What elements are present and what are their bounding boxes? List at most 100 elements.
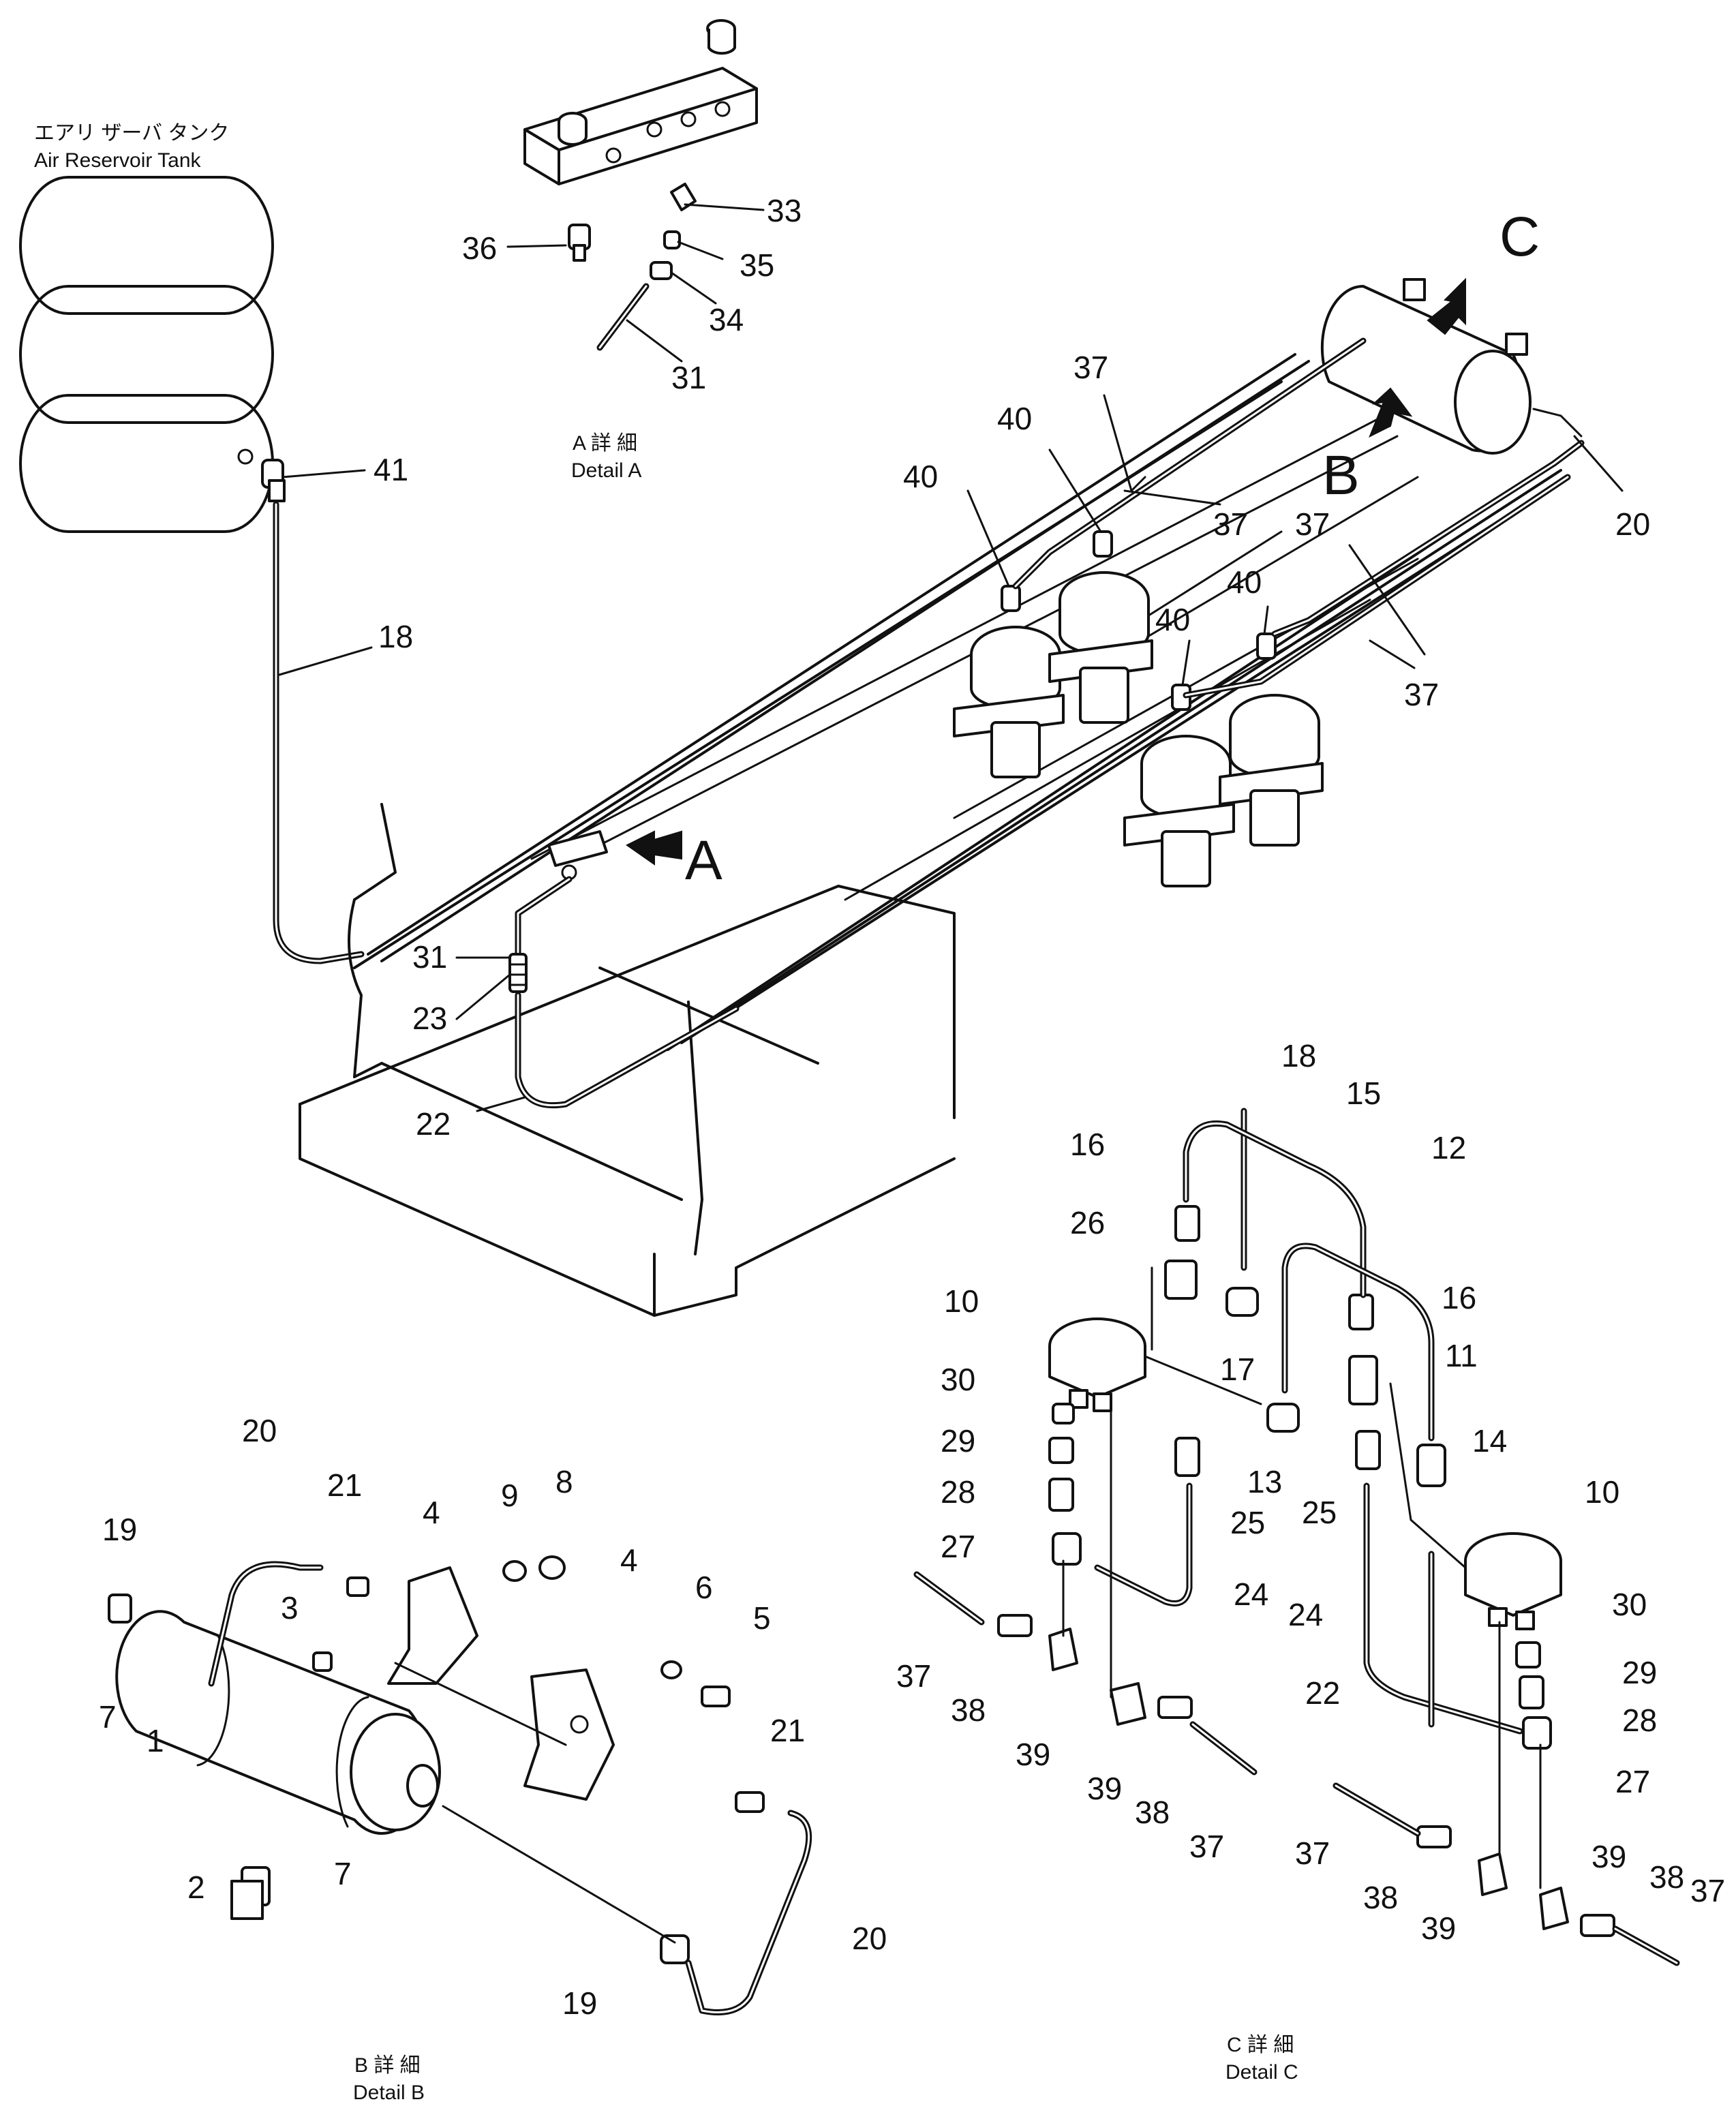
callout-7-a: 7	[99, 1699, 117, 1735]
callout-2: 2	[187, 1870, 205, 1905]
callout-38-a: 38	[951, 1692, 986, 1728]
callout-37-a: 37	[1073, 350, 1108, 385]
view-label-c: C	[1499, 206, 1540, 268]
callout-33: 33	[767, 193, 802, 228]
detail-c-pipes	[913, 1108, 1680, 1966]
callout-10-a: 10	[944, 1283, 979, 1319]
callout-25-b: 25	[1302, 1495, 1337, 1530]
callout-38-b: 38	[1135, 1795, 1170, 1830]
callout-7-b: 7	[334, 1856, 352, 1891]
callout-39-a: 39	[1016, 1737, 1050, 1772]
callout-29-b: 29	[1622, 1655, 1657, 1690]
elbow-fitting-41	[261, 459, 286, 502]
brake-chamber-2	[1048, 571, 1153, 724]
detail-c-valve-right	[1464, 1532, 1562, 1630]
callout-37-c1: 37	[896, 1658, 931, 1694]
callout-37-d: 37	[1404, 677, 1439, 712]
tank-label-en: Air Reservoir Tank	[34, 149, 202, 172]
callout-16-b: 16	[1442, 1280, 1476, 1315]
callout-22-main: 22	[416, 1106, 451, 1142]
callout-21-b-bottom: 21	[770, 1713, 805, 1748]
view-arrow-c	[1427, 277, 1466, 335]
callout-31-a: 31	[671, 360, 706, 395]
pipe-37-upper	[1012, 337, 1367, 590]
callout-10-b: 10	[1585, 1474, 1619, 1510]
detail-a-parts	[568, 183, 697, 351]
callout-39-b: 39	[1087, 1771, 1122, 1806]
callout-5: 5	[753, 1600, 771, 1636]
callout-24-b: 24	[1288, 1597, 1323, 1632]
callout-37-c2: 37	[1189, 1829, 1224, 1864]
callout-28-b: 28	[1622, 1703, 1657, 1738]
callout-31-main: 31	[412, 939, 447, 975]
callout-39-c: 39	[1592, 1839, 1626, 1874]
callout-11: 11	[1445, 1338, 1478, 1373]
callout-18: 18	[378, 619, 413, 654]
callout-25-a: 25	[1230, 1505, 1265, 1540]
callout-40-a: 40	[997, 401, 1032, 436]
callout-20-b-top: 20	[242, 1413, 277, 1448]
callout-27-a: 27	[941, 1529, 975, 1564]
detail-c-valve-left	[1048, 1317, 1146, 1412]
detail-b-small-parts	[108, 1555, 765, 1964]
callout-16-a: 16	[1070, 1127, 1105, 1162]
detail-b-label-en: Detail B	[353, 2082, 425, 2104]
detail-b-pipe-20-bottom	[685, 1810, 812, 2015]
callout-leaders	[278, 203, 1624, 1112]
callout-23: 23	[412, 1001, 447, 1036]
callout-24-a: 24	[1234, 1576, 1268, 1612]
callout-8: 8	[555, 1464, 573, 1499]
callout-21-b-top: 21	[327, 1467, 362, 1503]
tank-label-jp: エアリ ザーバ タンク	[34, 122, 229, 144]
callout-20-main: 20	[1615, 506, 1650, 542]
callout-40-c: 40	[1227, 564, 1262, 600]
callout-35: 35	[740, 247, 774, 283]
view-arrow-a	[626, 830, 682, 866]
callout-13: 13	[1247, 1464, 1282, 1499]
callout-27-b: 27	[1615, 1764, 1650, 1799]
detail-b-tank	[115, 1610, 441, 1835]
pipe-22	[515, 992, 740, 1109]
callout-38-d: 38	[1649, 1859, 1684, 1895]
callout-4-b: 4	[620, 1542, 638, 1578]
callout-14: 14	[1472, 1423, 1507, 1459]
machine-frame	[299, 353, 1569, 1317]
callout-18-c: 18	[1281, 1038, 1316, 1073]
callout-4-a: 4	[423, 1495, 440, 1530]
detail-c-label-en: Detail C	[1225, 2061, 1298, 2084]
callout-38-c: 38	[1363, 1880, 1398, 1915]
callout-36: 36	[462, 230, 497, 266]
detail-c-label-jp: C 詳 細	[1227, 2034, 1294, 2056]
callout-28-a: 28	[941, 1474, 975, 1510]
view-label-a: A	[685, 829, 722, 891]
callout-37-c: 37	[1295, 506, 1330, 542]
callout-3: 3	[281, 1590, 299, 1626]
callout-19-b-bottom: 19	[562, 1985, 597, 2021]
callout-19-b-top: 19	[102, 1512, 137, 1547]
brake-chamber-4	[1219, 694, 1324, 847]
air-tank-main	[1320, 278, 1583, 455]
callout-30-b: 30	[1612, 1587, 1647, 1622]
pipe-18	[273, 501, 365, 964]
callout-39-d: 39	[1421, 1910, 1456, 1946]
view-label-b: B	[1322, 444, 1360, 506]
pipe-31	[515, 876, 573, 958]
callout-29-a: 29	[941, 1423, 975, 1459]
detail-a-label-jp: A 詳 細	[573, 432, 637, 455]
detail-b-label-jp: B 詳 細	[354, 2054, 421, 2077]
callout-15: 15	[1346, 1076, 1381, 1111]
callout-9: 9	[501, 1478, 519, 1513]
callout-34: 34	[709, 302, 744, 337]
callout-1: 1	[147, 1723, 164, 1758]
callout-20-b-bottom: 20	[852, 1921, 887, 1956]
callout-12: 12	[1431, 1130, 1466, 1165]
callout-22-c: 22	[1305, 1675, 1340, 1711]
callout-6: 6	[695, 1570, 713, 1605]
callout-30-a: 30	[941, 1362, 975, 1397]
brake-chamber-1	[953, 626, 1065, 778]
callout-37-c4: 37	[1690, 1873, 1725, 1908]
coupling-23	[508, 953, 528, 993]
detail-a-label-en: Detail A	[571, 459, 641, 482]
callout-40-d: 40	[1155, 602, 1190, 637]
